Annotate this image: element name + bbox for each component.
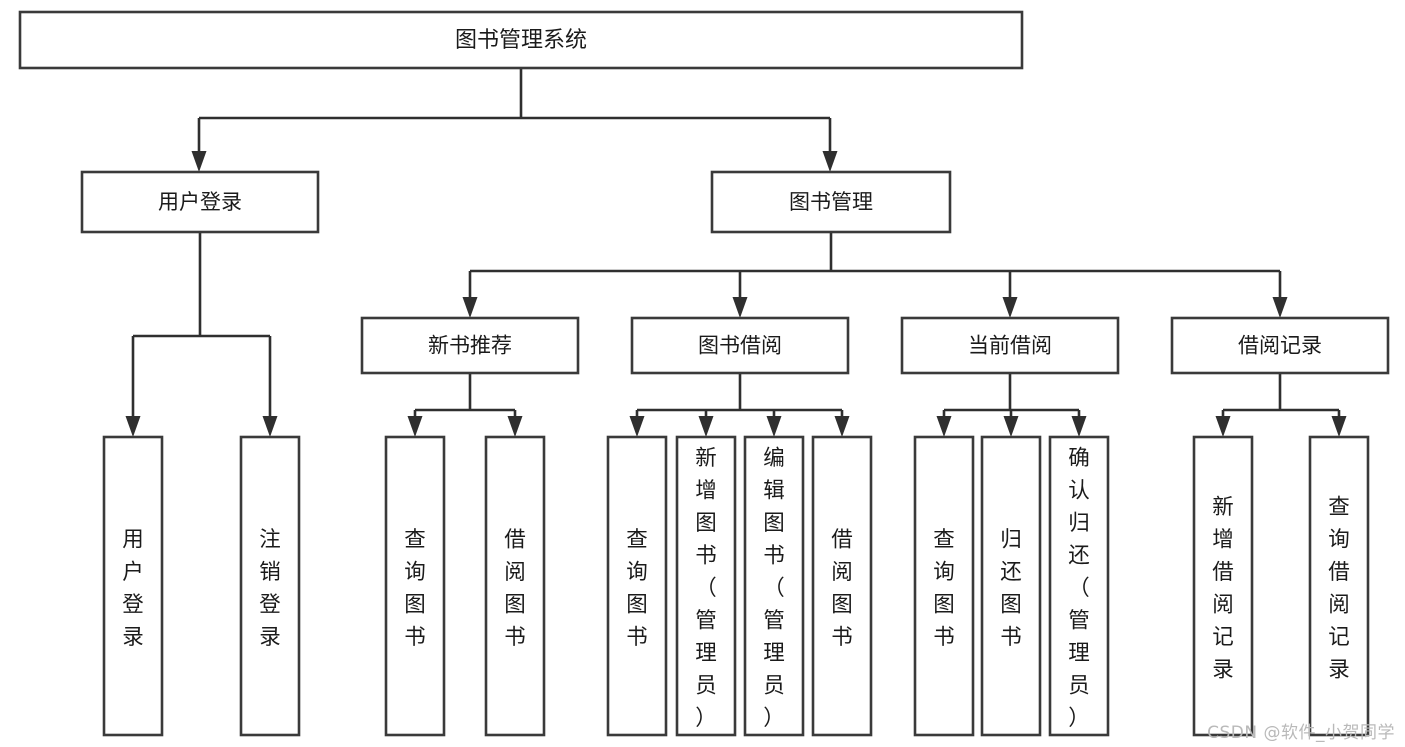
arrow-down-icon [507, 416, 523, 437]
node-box[interactable] [630, 316, 850, 375]
node-layer: 图书管理系统用户登录图书管理新书推荐图书借阅当前借阅借阅记录用户登录注销登录查询… [18, 10, 1390, 737]
node-box[interactable] [811, 435, 873, 737]
arrow-down-icon [766, 416, 782, 437]
node-box[interactable] [384, 435, 446, 737]
node-box[interactable] [1048, 435, 1110, 737]
node-borrow-record[interactable]: 借阅记录 [1170, 316, 1390, 375]
connector-group-bus-user-login [125, 232, 278, 437]
node-leaf-query-book-rec[interactable]: 查询图书 [384, 435, 446, 737]
arrow-down-icon [191, 151, 207, 172]
node-leaf-add-record[interactable]: 新增借阅记录 [1192, 435, 1254, 737]
connector-group-bus-new-book-rec [407, 373, 523, 437]
node-box[interactable] [484, 435, 546, 737]
node-user-login[interactable]: 用户登录 [80, 170, 320, 234]
node-leaf-query-book-borrow[interactable]: 查询图书 [606, 435, 668, 737]
arrow-down-icon [262, 416, 278, 437]
node-leaf-borrow-book-rec[interactable]: 借阅图书 [484, 435, 546, 737]
node-label: 借阅记录 [1238, 334, 1322, 358]
arrow-down-icon [1071, 416, 1087, 437]
node-leaf-query-record[interactable]: 查询借阅记录 [1308, 435, 1370, 737]
node-box[interactable] [980, 435, 1042, 737]
node-box[interactable] [606, 435, 668, 737]
node-new-book-rec[interactable]: 新书推荐 [360, 316, 580, 375]
node-label: 编辑图书（管理员） [763, 446, 785, 731]
node-leaf-borrow-book[interactable]: 借阅图书 [811, 435, 873, 737]
node-label: 新书推荐 [428, 334, 512, 358]
arrow-down-icon [1215, 416, 1231, 437]
node-box[interactable] [1192, 435, 1254, 737]
node-book-manage[interactable]: 图书管理 [710, 170, 952, 234]
node-leaf-user-login[interactable]: 用户登录 [102, 435, 164, 737]
node-label: 图书管理系统 [455, 28, 587, 53]
node-label: 借阅图书 [504, 527, 526, 650]
node-label: 查询借阅记录 [1328, 495, 1350, 683]
arrow-down-icon [407, 416, 423, 437]
node-label: 图书管理 [789, 190, 873, 214]
connector-layer [125, 68, 1347, 437]
node-label: 用户登录 [158, 190, 242, 214]
node-label: 查询图书 [933, 527, 955, 650]
connector-group-bus-book-borrow [629, 373, 850, 437]
arrow-down-icon [1272, 297, 1288, 318]
watermark-label: CSDN @软件_小贺同学 [1207, 723, 1395, 743]
connector-group-bus-root [191, 68, 838, 172]
node-book-borrow[interactable]: 图书借阅 [630, 316, 850, 375]
node-label: 新增图书（管理员） [695, 446, 717, 731]
node-label: 查询图书 [626, 527, 648, 650]
arrow-down-icon [125, 416, 141, 437]
node-leaf-add-book[interactable]: 新增图书（管理员） [675, 435, 737, 737]
node-box[interactable] [710, 170, 952, 234]
node-box[interactable] [1170, 316, 1390, 375]
node-leaf-confirm-return[interactable]: 确认归还（管理员） [1048, 435, 1110, 737]
node-label: 新增借阅记录 [1212, 495, 1234, 683]
node-leaf-return-book[interactable]: 归还图书 [980, 435, 1042, 737]
node-label: 确认归还（管理员） [1068, 446, 1090, 731]
arrow-down-icon [732, 297, 748, 318]
node-box[interactable] [900, 316, 1120, 375]
connector-group-bus-borrow-record [1215, 373, 1347, 437]
node-root[interactable]: 图书管理系统 [18, 10, 1024, 70]
node-box[interactable] [239, 435, 301, 737]
node-leaf-user-logout[interactable]: 注销登录 [239, 435, 301, 737]
node-box[interactable] [743, 435, 805, 737]
node-box[interactable] [102, 435, 164, 737]
arrow-down-icon [629, 416, 645, 437]
node-box[interactable] [18, 10, 1024, 70]
node-label: 注销登录 [259, 527, 281, 650]
node-box[interactable] [1308, 435, 1370, 737]
arrow-down-icon [1002, 297, 1018, 318]
node-box[interactable] [360, 316, 580, 375]
node-label: 借阅图书 [831, 527, 853, 650]
node-leaf-query-book-cur[interactable]: 查询图书 [913, 435, 975, 737]
arrow-down-icon [698, 416, 714, 437]
arrow-down-icon [1331, 416, 1347, 437]
node-box[interactable] [675, 435, 737, 737]
connector-group-bus-current-borrow [936, 373, 1087, 437]
arrow-down-icon [462, 297, 478, 318]
node-box[interactable] [80, 170, 320, 234]
arrow-down-icon [822, 151, 838, 172]
connector-group-bus-book-manage [462, 232, 1288, 318]
node-label: 查询图书 [404, 527, 426, 650]
arrow-down-icon [834, 416, 850, 437]
arrow-down-icon [936, 416, 952, 437]
node-current-borrow[interactable]: 当前借阅 [900, 316, 1120, 375]
node-box[interactable] [913, 435, 975, 737]
node-label: 图书借阅 [698, 334, 782, 358]
node-label: 归还图书 [1000, 527, 1022, 650]
node-label: 用户登录 [122, 527, 144, 650]
arrow-down-icon [1003, 416, 1019, 437]
node-label: 当前借阅 [968, 334, 1052, 358]
node-leaf-edit-book[interactable]: 编辑图书（管理员） [743, 435, 805, 737]
